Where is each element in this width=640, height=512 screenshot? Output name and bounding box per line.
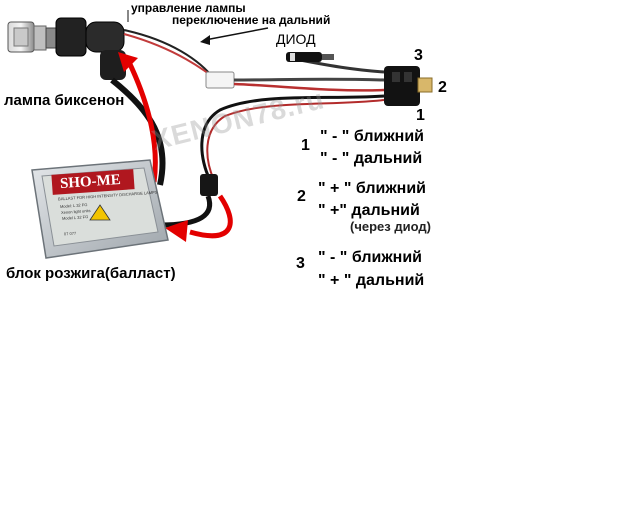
diode-label: диод [276,31,316,47]
pin-number-1: 1 [416,107,425,124]
ballast-power-wire [200,94,385,181]
switch-pointer-line [204,27,269,41]
legend-pin-3-line-2: " + " дальний [318,272,425,289]
legend-pin-3: 3 [296,255,305,272]
ballast-connector [200,174,218,196]
diode-icon [286,52,334,62]
lamp-control-label: управление лампы [131,1,246,15]
lamp-label: лампа биксенон [4,92,125,109]
ballast-feed-arrow [189,194,233,239]
lamp-feed-arrow [125,58,158,183]
legend-pin-1-line-1: " - " ближний [320,128,424,145]
lamp-plug [205,71,235,89]
lamp-feed-arrowhead [118,52,138,72]
pin-number-2: 2 [438,79,447,96]
legend-pin-2-line-1: " + " ближний [318,180,427,197]
legend-pin-3-line-1: " - " ближний [318,249,422,266]
switch-pointer-arrowhead [200,35,210,45]
ballast-feed-arrowhead [165,220,188,242]
legend-pin-2-line-2: " +" дальний [318,202,420,219]
legend-pin-1: 1 [301,137,310,154]
high-beam-switch-label: переключение на дальний [172,13,331,27]
ballast-input-wire [159,195,213,228]
h4-connector-icon [384,66,433,106]
legend-pin-2: 2 [297,188,306,205]
harness-wire-2 [233,82,385,92]
ballast-box-icon [31,159,169,259]
pin-number-3: 3 [414,47,423,64]
ballast-serial: 07 077 [63,230,77,237]
harness-wire-1 [233,77,385,82]
legend-pin-1-line-2: " - " дальний [320,150,423,167]
ballast-power-wire-red [206,99,385,181]
ballast-label: блок розжига(балласт) [6,265,176,282]
bixenon-lamp-icon [7,17,126,80]
legend-pin-2-note: (через диод) [350,219,431,234]
